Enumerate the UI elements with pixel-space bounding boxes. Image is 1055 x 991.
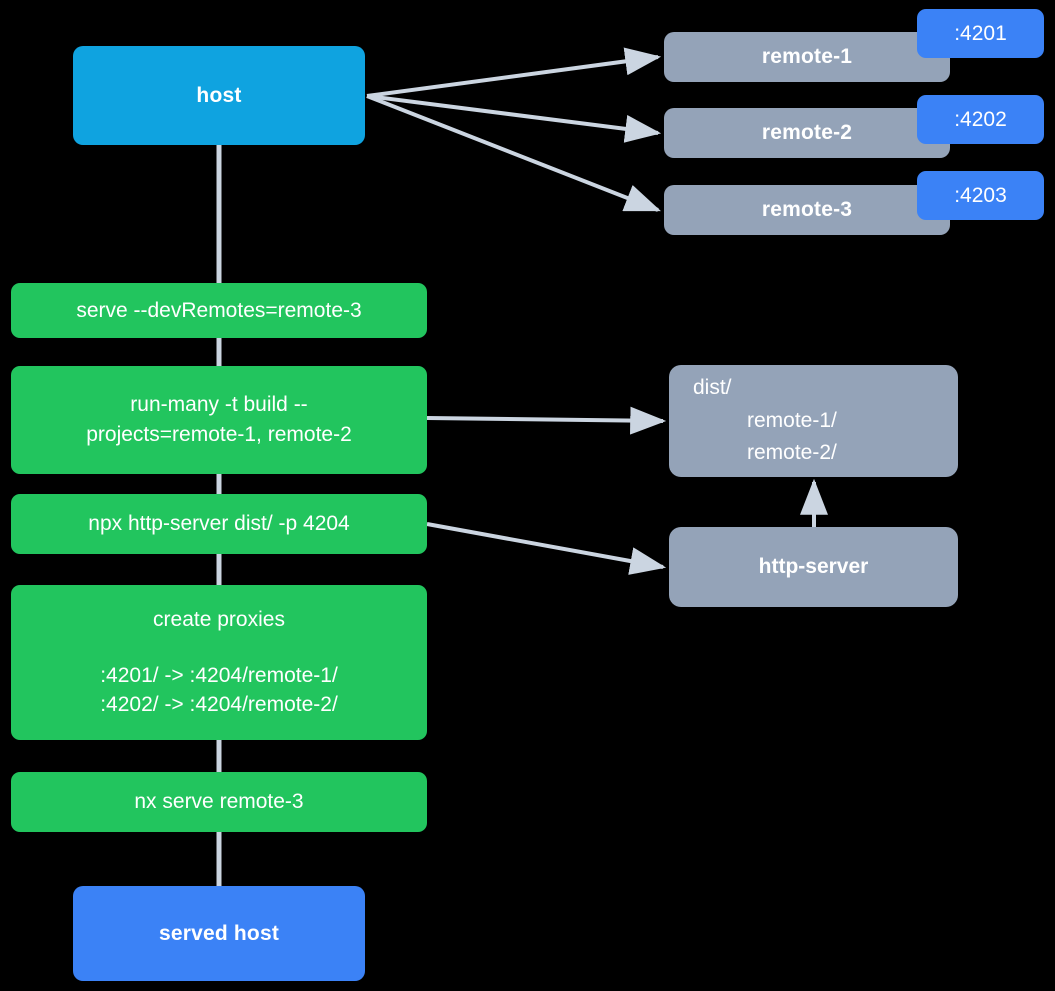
- node-dist[interactable]: dist/ remote-1/ remote-2/: [669, 365, 958, 477]
- port-badge-remote-2-label: :4202: [954, 107, 1007, 131]
- port-badge-remote-3[interactable]: :4203: [917, 171, 1044, 220]
- node-http-server[interactable]: http-server: [669, 527, 958, 607]
- edge-host-to-remote-2: [366, 94, 662, 143]
- edge-npx-to-http-server: [426, 522, 667, 575]
- port-badge-remote-1[interactable]: :4201: [917, 9, 1044, 58]
- command-create-proxies[interactable]: create proxies :4201/ -> :4204/remote-1/…: [11, 585, 427, 740]
- edge-host-to-remote-1: [366, 47, 662, 98]
- node-remote-1-label: remote-1: [761, 45, 853, 68]
- command-npx-http-server-line-1: npx http-server dist/ -p 4204: [88, 512, 350, 536]
- command-create-proxies-detail-2: :4202/ -> :4204/remote-2/: [100, 693, 338, 717]
- node-remote-3-label: remote-3: [761, 198, 853, 221]
- node-remote-2[interactable]: remote-2: [664, 108, 950, 158]
- command-serve-devremotes-line-1: serve --devRemotes=remote-3: [76, 298, 362, 322]
- port-badge-remote-1-label: :4201: [954, 21, 1007, 45]
- command-nx-serve-remote-3[interactable]: nx serve remote-3: [11, 772, 427, 832]
- port-badge-remote-3-label: :4203: [954, 183, 1007, 207]
- command-npx-http-server[interactable]: npx http-server dist/ -p 4204: [11, 494, 427, 554]
- node-served-host-label: served host: [158, 921, 280, 945]
- edge-run-many-to-dist: [426, 406, 667, 435]
- node-dist-child-remote-1: remote-1/: [747, 408, 837, 432]
- command-serve-devremotes[interactable]: serve --devRemotes=remote-3: [11, 283, 427, 338]
- node-remote-3[interactable]: remote-3: [664, 185, 950, 235]
- command-run-many-build[interactable]: run-many -t build -- projects=remote-1, …: [11, 366, 427, 474]
- port-badge-remote-2[interactable]: :4202: [917, 95, 1044, 144]
- node-dist-child-remote-2: remote-2/: [747, 441, 837, 465]
- edge-host-to-remote-3: [366, 94, 661, 212]
- command-run-many-build-line-2: projects=remote-1, remote-2: [86, 423, 352, 446]
- node-remote-2-label: remote-2: [761, 121, 853, 144]
- node-http-server-label: http-server: [758, 555, 869, 578]
- command-run-many-build-line-1: run-many -t build --: [130, 393, 308, 417]
- command-create-proxies-title: create proxies: [153, 607, 285, 631]
- command-nx-serve-remote-3-line-1: nx serve remote-3: [134, 790, 304, 814]
- node-dist-label: dist/: [693, 376, 732, 400]
- command-create-proxies-detail-1: :4201/ -> :4204/remote-1/: [100, 663, 338, 687]
- node-remote-1[interactable]: remote-1: [664, 32, 950, 82]
- node-host-label: host: [196, 83, 242, 107]
- node-served-host[interactable]: served host: [73, 886, 365, 981]
- node-host[interactable]: host: [73, 46, 365, 145]
